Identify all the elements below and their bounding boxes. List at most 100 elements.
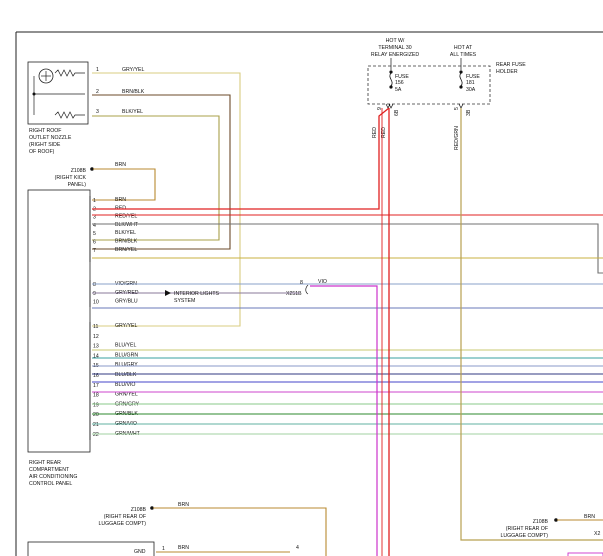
panel-pin-wire-color: BRN xyxy=(115,197,126,203)
bottom-module-wire: BRN xyxy=(178,545,189,551)
panel-pin-wire-color: BLK/YEL xyxy=(115,230,136,236)
bottom-right-connector-id: X2 xyxy=(594,531,600,537)
panel-pin-number: 16 xyxy=(93,373,99,379)
ground-luggage-symbol xyxy=(150,506,154,510)
panel-pin-number: 20 xyxy=(93,412,99,418)
nozzle-box xyxy=(27,61,89,125)
interior-lights-label-2: SYSTEM xyxy=(174,298,195,304)
panel-pin-wire-color: RED xyxy=(115,205,126,211)
panel-pin-number: 4 xyxy=(93,223,96,229)
ground-z108b-luggage-right: Z108B (RIGHT REAR OF LUGGAGE COMPT) BRN xyxy=(500,514,595,539)
control-panel-title-3: AIR CONDITIONING xyxy=(29,474,77,480)
wire-label-red-a: RED xyxy=(372,127,378,138)
interior-lights-system: INTERIOR LIGHTS SYSTEM xyxy=(165,290,220,304)
nozzle-title-1: RIGHT ROOF xyxy=(29,128,61,134)
fuse-181-number: 181 xyxy=(466,80,475,86)
x251b-id: X251B xyxy=(286,291,302,297)
panel-pin-wire-color: BLU/GRN xyxy=(115,352,138,358)
ground-z108b-kick-panel: Z108B (RIGHT KICK PANEL) BRN xyxy=(55,162,127,188)
control-panel-title-4: CONTROL PANEL xyxy=(29,481,72,487)
control-panel-title-2: COMPARTMENT xyxy=(29,467,70,473)
wire-red xyxy=(92,107,390,210)
fuse-156-node xyxy=(389,70,393,74)
ground-kick-id: Z108B xyxy=(71,168,87,174)
panel-pin-number: 19 xyxy=(93,402,99,408)
nozzle-title-4: OF ROOF) xyxy=(29,149,55,155)
ground-kick-symbol xyxy=(90,167,94,171)
fuse-156-name: FUSE xyxy=(395,74,409,80)
panel-pin-number: 5 xyxy=(93,231,96,237)
nozzle-pin-3: 3 xyxy=(96,109,99,115)
ground-luggage-location-2: LUGGAGE COMPT) xyxy=(98,521,146,527)
wire-blk-yel xyxy=(92,115,220,241)
wire-blk-wht xyxy=(92,223,603,274)
wire-label-red-grn: RED/GRN xyxy=(454,126,460,150)
right-roof-outlet-nozzle: RIGHT ROOF OUTLET NOZZLE (RIGHT SIDE OF … xyxy=(27,61,145,155)
x251b-connector-symbol xyxy=(305,284,309,295)
panel-pin-wire-color: RED/YEL xyxy=(115,214,137,220)
fuse-181-symbol xyxy=(459,72,463,87)
bottom-module-pin: 1 xyxy=(162,546,165,552)
nozzle-title-2: OUTLET NOZZLE xyxy=(29,135,72,141)
ground-kick-location-1: (RIGHT KICK xyxy=(55,175,87,181)
control-panel-title-1: RIGHT REAR xyxy=(29,460,61,466)
wire-brn-ground-kick xyxy=(92,168,156,201)
hot-always-label-1: HOT AT xyxy=(454,45,473,51)
panel-pin-number: 8 xyxy=(93,282,96,288)
panel-pin-number: 18 xyxy=(93,393,99,399)
fuse-156-rating: 5A xyxy=(395,87,402,93)
wire-red-grn xyxy=(460,108,603,541)
bottom-module-conn-pin: 4 xyxy=(296,545,299,551)
ground-kick-wire: BRN xyxy=(115,162,126,168)
fuse-156-connector-b xyxy=(388,103,394,109)
wire-label-red-b: RED xyxy=(381,127,387,138)
ground-luggage-wire: BRN xyxy=(178,502,189,508)
rear-fuse-holder-label-2: HOLDER xyxy=(496,69,518,75)
panel-pin-number: 13 xyxy=(93,344,99,350)
panel-pin-number: 7 xyxy=(93,248,96,254)
panel-pin-number: 9 xyxy=(93,291,96,297)
panel-pin-number: 6 xyxy=(93,240,96,246)
nozzle-pin-2: 2 xyxy=(96,89,99,95)
rear-ac-control-panel: RIGHT REAR COMPARTMENT AIR CONDITIONING … xyxy=(27,189,91,487)
panel-pin-wire-color: BRN/YEL xyxy=(115,247,137,253)
fuse-181-node-2 xyxy=(459,85,463,89)
fuse-181-cavity: 3B xyxy=(466,109,472,116)
panel-pin-wire-color: BRN/BLK xyxy=(115,239,138,245)
nozzle-resistor-1 xyxy=(54,69,85,77)
interior-lights-arrow xyxy=(165,290,171,296)
panel-pin-number: 12 xyxy=(93,334,99,340)
fuse-156-pin: 9 xyxy=(377,107,383,110)
wire-brn-blk xyxy=(92,94,231,250)
hot-relay-label-3: RELAY ENERGIZED xyxy=(371,52,419,58)
nozzle-motor-icon xyxy=(38,68,54,84)
fuse-156-symbol xyxy=(389,72,393,87)
panel-pin-number: 14 xyxy=(93,353,99,359)
ground-luggage-location-1: (RIGHT REAR OF xyxy=(104,514,146,520)
hot-relay-label-1: HOT W/ xyxy=(386,38,405,44)
ground-luggage2-location-2: LUGGAGE COMPT) xyxy=(500,533,548,539)
panel-pin-number: 11 xyxy=(93,324,98,330)
panel-pin-number: 21 xyxy=(93,422,99,428)
bottom-module: GND 1 BRN 4 xyxy=(27,541,299,556)
bottom-module-box xyxy=(27,541,155,556)
ground-z108b-luggage-left: Z108B (RIGHT REAR OF LUGGAGE COMPT) BRN xyxy=(98,502,189,527)
ground-kick-location-2: PANEL) xyxy=(68,182,87,188)
ground-luggage2-symbol xyxy=(554,518,558,522)
control-panel-box xyxy=(27,189,91,453)
connector-x251b: 8 X251B VIO xyxy=(286,279,327,297)
nozzle-junction xyxy=(32,92,36,96)
panel-pin-wire-color: BLU/YEL xyxy=(115,343,136,349)
ground-luggage2-id: Z108B xyxy=(533,519,549,525)
wire-gry-yel xyxy=(92,72,241,327)
ground-luggage-id: Z108B xyxy=(131,507,147,513)
panel-pin-wire-color: BLU/GRY xyxy=(115,362,138,368)
fuse-181-name: FUSE xyxy=(466,74,480,80)
panel-pin-number: 3 xyxy=(93,215,96,221)
nozzle-wire-3: BLK/YEL xyxy=(122,109,143,115)
panel-pin-wire-color: BLK/WHT xyxy=(115,222,139,228)
panel-pin-wire-color: BLU/BLK xyxy=(115,372,137,378)
bottom-right-connector-box xyxy=(567,552,603,556)
